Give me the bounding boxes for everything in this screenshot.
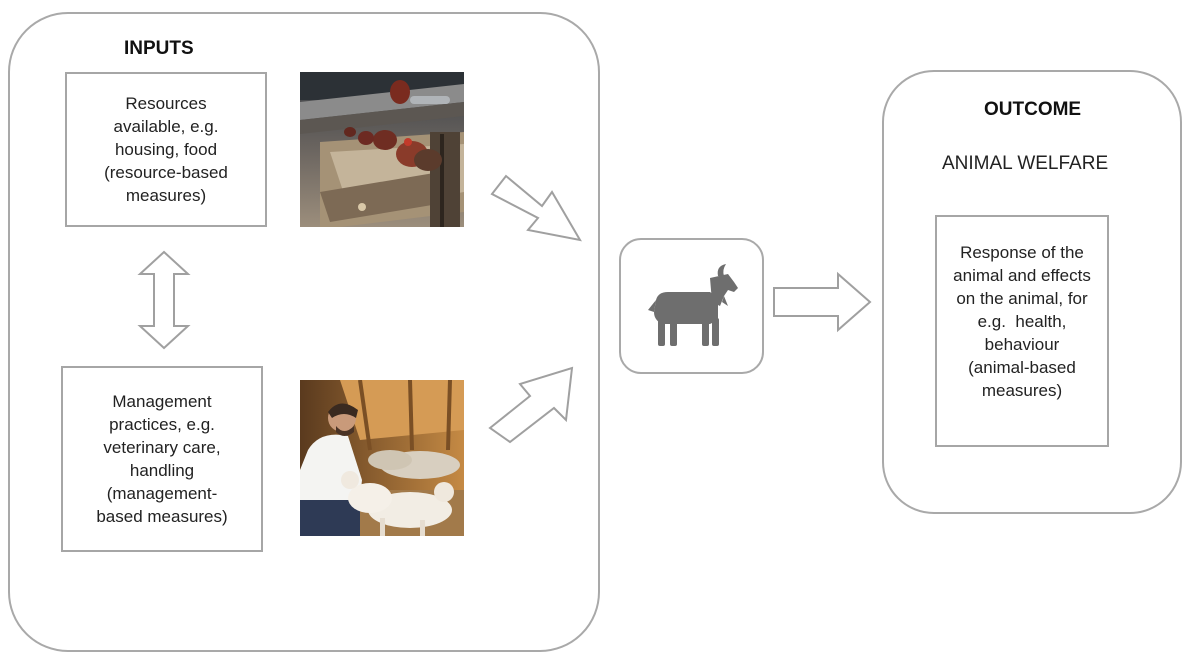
response-box: Response of the animal and effects on th… — [935, 215, 1109, 447]
goat-icon — [644, 262, 744, 357]
management-text: Management practices, e.g. veterinary ca… — [96, 392, 228, 526]
outcome-heading: OUTCOME — [984, 99, 1082, 120]
arrow-management-to-animal-icon — [484, 362, 580, 444]
arrow-resources-to-animal-icon — [488, 168, 588, 248]
response-text: Response of the animal and effects on th… — [953, 242, 1091, 400]
arrow-animal-to-outcome-icon — [770, 270, 874, 334]
resources-text: Resources available, e.g. housing, food … — [104, 94, 228, 205]
chickens-in-cages-photo — [300, 72, 464, 227]
outcome-subheading: ANIMAL WELFARE — [942, 153, 1109, 174]
management-box: Management practices, e.g. veterinary ca… — [61, 366, 263, 552]
resources-box: Resources available, e.g. housing, food … — [65, 72, 267, 227]
inputs-heading: INPUTS — [124, 38, 194, 59]
veterinarian-with-lambs-photo — [300, 380, 464, 536]
double-arrow-icon — [136, 250, 192, 350]
